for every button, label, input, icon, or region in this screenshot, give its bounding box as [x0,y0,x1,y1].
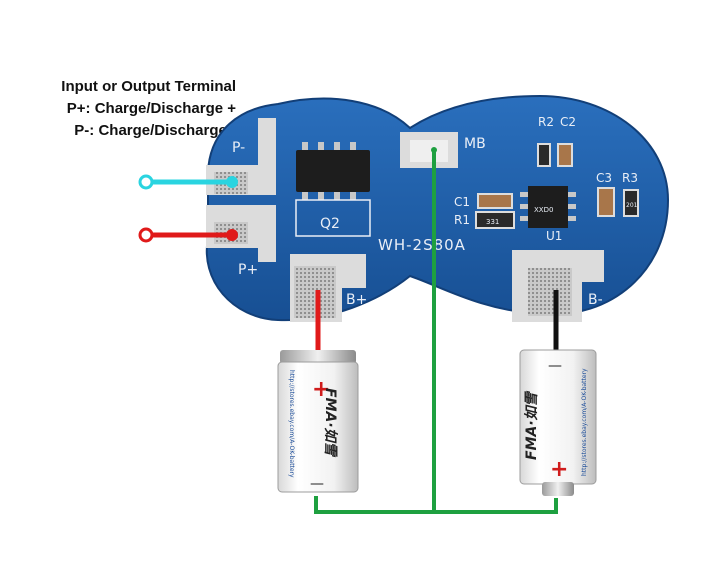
q2-silk-label: Q2 [320,216,340,232]
b-minus-silk-label: B- [588,292,603,308]
p-plus-silk-label: P+ [238,262,258,278]
cell-left-url: http://stores.ebay.com/A-OK-battery [288,370,295,478]
series-link-wire [314,496,558,514]
c3-silk-label: C3 [596,171,612,185]
r1-silk-label: R1 [454,213,470,227]
q2-mosfet-chip [295,142,371,237]
cell-right-plus-sign: + [550,457,568,482]
c1-silk-label: C1 [454,195,470,209]
battery-cell-right: + — FMA·如雪 http://stores.ebay.com/A-OK-b… [519,349,597,496]
p-minus-wire [138,174,238,190]
board-model-silk: WH-2S80A [378,236,466,254]
c2-silk-label: C2 [560,115,576,129]
b-plus-solder [294,266,336,318]
legend-p-plus: P+: Charge/Discharge + [66,100,236,117]
u1-ic-chip [520,186,576,228]
u1-marking: XXD0 [534,206,553,214]
cell-right-url: http://stores.ebay.com/A-OK-battery [581,368,588,476]
legend-p-minus: P-: Charge/Discharge - [74,122,236,139]
r1-resistor [475,211,515,229]
cell-left-brand: FMA·如雪 [322,388,339,458]
cell-right-minus-sign: — [548,358,562,374]
p-minus-silk-label: P- [232,140,245,156]
terminal-legend: Input or Output Terminal P+: Charge/Disc… [0,76,236,142]
c1-capacitor [477,193,513,209]
b-plus-silk-label: B+ [346,292,367,308]
cell-right-brand: FMA·如雪 [523,390,540,460]
r3-resistor [623,189,639,217]
cell-left-plus-sign: + [312,377,330,402]
mb-silk-label: MB [464,136,486,152]
b-minus-solder [528,268,572,316]
battery-cell-left: + — FMA·如雪 http://stores.ebay.com/A-OK-b… [277,350,359,493]
pcb-board: P- P+ MB Q2 U1 R2 C2 C3 R3 C1 R1 331 201… [205,94,670,322]
r3-silk-label: R3 [622,171,638,185]
c3-capacitor [597,187,615,217]
c2-capacitor [557,143,573,167]
legend-title: Input or Output Terminal [61,78,236,95]
r2-silk-label: R2 [538,115,554,129]
p-plus-wire [138,227,238,243]
r2-resistor [537,143,551,167]
cell-left-minus-sign: — [310,476,324,492]
u1-silk-label: U1 [546,229,562,243]
r3-marking: 201 [626,202,638,209]
r1-marking: 331 [486,218,499,226]
